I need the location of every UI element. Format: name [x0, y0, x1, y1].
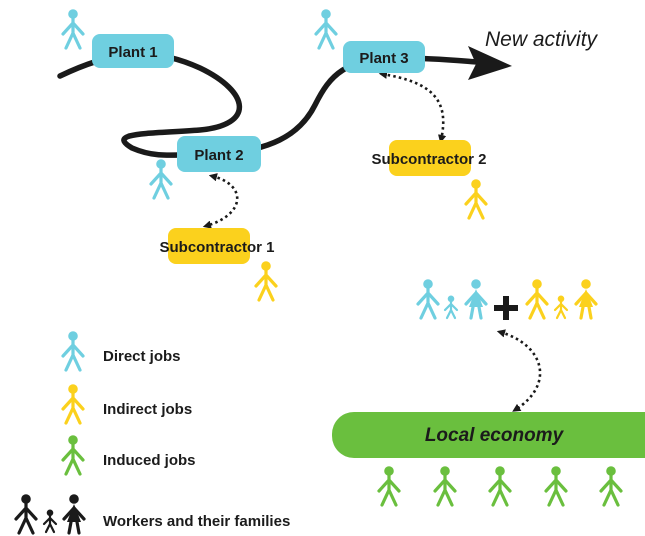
direct-job-person-icon [149, 158, 173, 200]
plant-3-box [343, 41, 425, 73]
legend: Direct jobs Indirect jobs Induced jobs W… [14, 330, 290, 535]
plant-2-box [177, 136, 261, 172]
plant-2-label: Plant 2 [194, 147, 243, 164]
person-icon [14, 493, 38, 535]
legend-item-induced: Induced jobs [61, 434, 196, 476]
plant-2-node: Plant 2 [177, 136, 261, 172]
person-icon [416, 278, 440, 320]
woman-icon [464, 278, 488, 320]
legend-indirect-label: Indirect jobs [103, 401, 192, 418]
direct-family-group [416, 278, 488, 320]
indirect-job-person-icon [464, 178, 488, 220]
direct-job-person-icon [61, 8, 85, 50]
local-economy-node: Local economy [332, 412, 645, 458]
child-icon [553, 294, 569, 320]
legend-item-direct: Direct jobs [61, 330, 181, 372]
plant-3-label: Plant 3 [359, 50, 408, 67]
connector-jobs-economy [496, 329, 542, 412]
woman-icon [62, 493, 86, 535]
plus-icon [494, 296, 518, 320]
new-activity-label: New activity [485, 28, 599, 51]
local-economy-bar [332, 412, 645, 458]
legend-families-label: Workers and their families [103, 513, 290, 530]
plant-1-box [92, 34, 174, 68]
indirect-job-person-icon [254, 260, 278, 302]
subcontractor-1-label: Subcontractor 1 [159, 239, 274, 256]
subcontractor-2-label: Subcontractor 2 [371, 151, 486, 168]
new-activity-arrowhead [468, 46, 512, 80]
indirect-jobs-icon [61, 383, 85, 425]
induced-jobs-icon [61, 434, 85, 476]
child-icon [443, 294, 459, 320]
induced-job-person-icon [377, 465, 401, 507]
induced-job-person-icon [599, 465, 623, 507]
subcontractor-2-node: Subcontractor 2 [371, 140, 487, 176]
legend-direct-label: Direct jobs [103, 348, 181, 365]
connector-plant3-sub2 [378, 70, 447, 144]
woman-icon [574, 278, 598, 320]
legend-induced-label: Induced jobs [103, 452, 196, 469]
induced-job-person-icon [433, 465, 457, 507]
connector-plant2-sub1 [202, 173, 239, 229]
child-icon [42, 508, 58, 534]
plant-3-node: Plant 3 [343, 41, 425, 73]
subcontractor-1-box [168, 228, 250, 264]
direct-jobs-icon [61, 330, 85, 372]
person-icon [525, 278, 549, 320]
indirect-family-group [525, 278, 598, 320]
induced-job-person-icon [544, 465, 568, 507]
plant-1-node: Plant 1 [92, 34, 174, 68]
plant-1-label: Plant 1 [108, 44, 157, 61]
legend-item-indirect: Indirect jobs [61, 383, 192, 425]
legend-item-families: Workers and their families [14, 493, 290, 535]
subcontractor-2-box [389, 140, 471, 176]
direct-job-person-icon [314, 8, 338, 50]
local-economy-label: Local economy [425, 425, 565, 446]
induced-job-person-icon [488, 465, 512, 507]
subcontractor-1-node: Subcontractor 1 [159, 228, 275, 264]
